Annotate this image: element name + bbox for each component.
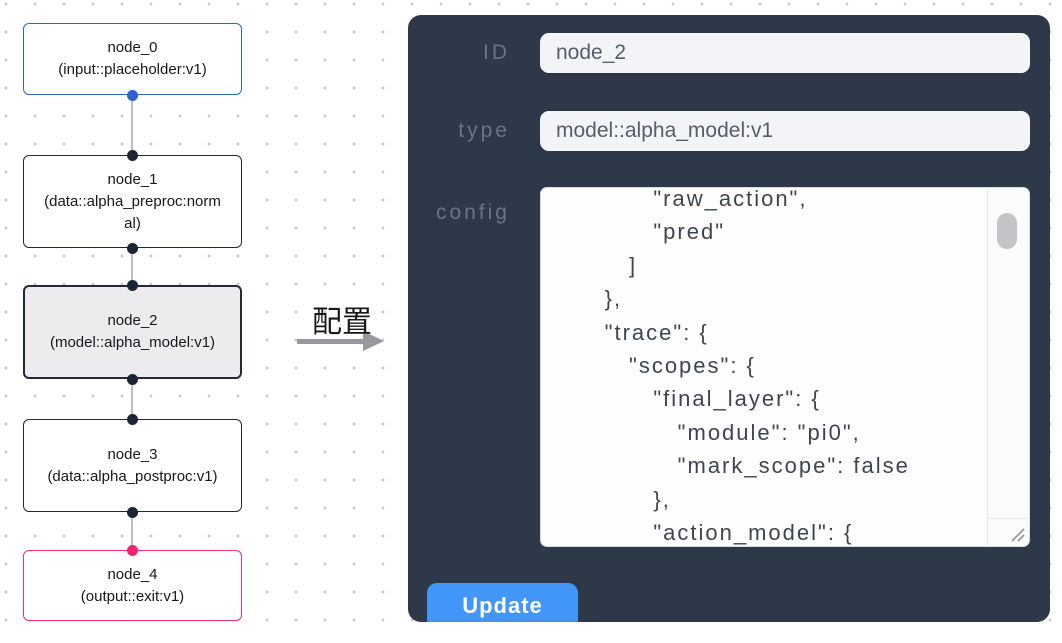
edge-node_2-node_3 (131, 379, 133, 419)
config-json-text: "raw_action", "pred" ] }, "trace": { "sc… (604, 189, 910, 545)
config-field-label: config (435, 201, 510, 224)
node-title: node_4 (107, 565, 158, 583)
node-title: node_2 (107, 312, 158, 329)
node-subtitle: (data::alpha_postproc:v1) (47, 467, 218, 485)
type-input[interactable] (540, 111, 1030, 151)
edge-node_0-node_1 (131, 95, 133, 155)
node-handle-target-node_3[interactable] (127, 414, 138, 425)
node-handle-source-node_1[interactable] (127, 243, 138, 254)
id-field-label: ID (483, 41, 510, 64)
node-handle-source-node_3[interactable] (127, 507, 138, 518)
node-node_0[interactable]: node_0 (input::placeholder:v1) (23, 23, 242, 95)
node-title: node_1 (107, 170, 158, 188)
arrow-right-icon (297, 339, 365, 344)
resize-handle-icon[interactable] (1006, 525, 1026, 543)
id-input[interactable] (540, 33, 1030, 73)
node-node_1[interactable]: node_1 (data::alpha_preproc:normal) (23, 155, 242, 248)
node-title: node_3 (107, 445, 158, 463)
node-handle-source-node_2[interactable] (127, 374, 138, 385)
node-subtitle: (model::alpha_model:v1) (49, 334, 216, 351)
node-handle-target-node_1[interactable] (127, 150, 138, 161)
config-json-content: "raw_action", "pred" ] }, "trace": { "sc… (542, 189, 987, 545)
node-subtitle: (output::exit:v1) (80, 587, 185, 605)
configure-annotation-label: 配置 (312, 306, 372, 339)
node-config-panel: ID type config "raw_action", "pred" ] },… (408, 15, 1050, 622)
update-button[interactable]: Update (427, 583, 578, 622)
node-node_2-selected[interactable]: node_2 (model::alpha_model:v1) (23, 285, 242, 379)
textarea-corner (987, 518, 1028, 545)
node-node_3[interactable]: node_3 (data::alpha_postproc:v1) (23, 419, 242, 512)
config-textarea[interactable]: "raw_action", "pred" ] }, "trace": { "sc… (540, 187, 1030, 547)
type-field-label: type (458, 119, 510, 142)
node-handle-source-node_0[interactable] (127, 90, 138, 101)
node-subtitle: (data::alpha_preproc:normal) (44, 192, 221, 232)
arrow-right-icon-head (363, 331, 384, 351)
node-handle-target-node_4[interactable] (127, 545, 138, 556)
scrollbar-thumb[interactable] (997, 213, 1017, 249)
edge-node_1-node_2 (131, 248, 133, 285)
scrollbar-track[interactable] (987, 189, 1028, 520)
edge-node_3-node_4 (131, 512, 133, 550)
node-subtitle: (input::placeholder:v1) (58, 61, 207, 78)
node-title: node_0 (107, 39, 158, 56)
node-handle-target-node_2[interactable] (127, 280, 138, 291)
node-node_4[interactable]: node_4 (output::exit:v1) (23, 550, 242, 621)
